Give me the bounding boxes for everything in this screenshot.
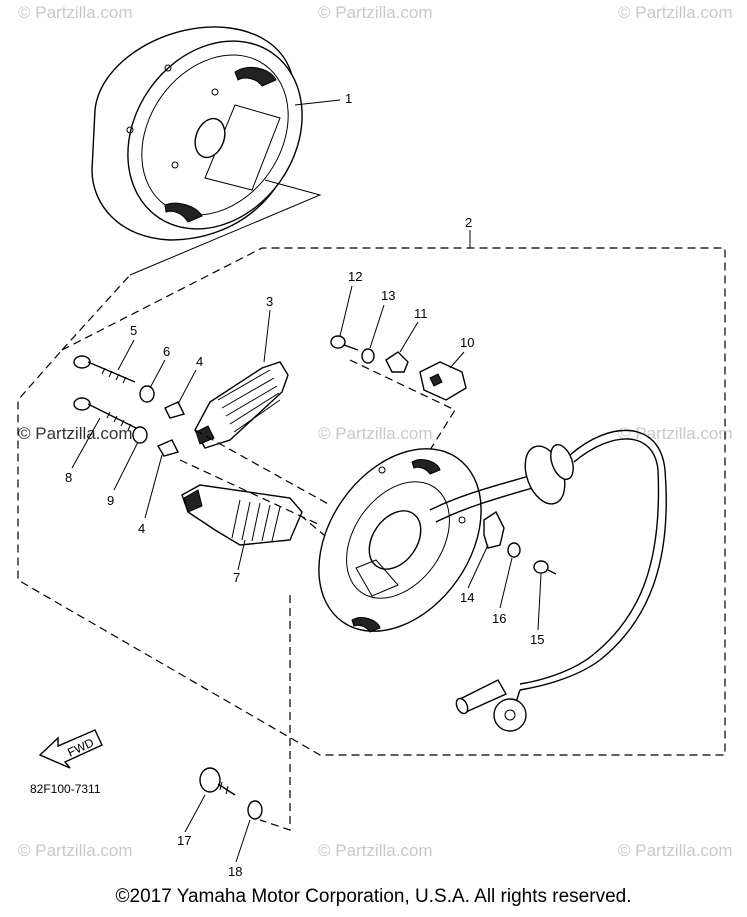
lighting-coil-terminal-10 [419,361,467,401]
callout-1: 1 [345,91,352,106]
bolt-5 [73,355,136,384]
stator-base-plate [318,448,482,633]
washer-16 [507,542,521,558]
callout-15: 15 [530,632,544,647]
callout-10: 10 [460,335,474,350]
callout-17: 17 [177,833,191,848]
bolt-8 [73,397,141,431]
watermark: © Partzilla.com [618,424,733,443]
callout-4: 4 [196,354,203,369]
callouts: 1 2 3 4 5 6 7 8 9 4 10 11 12 13 14 15 16… [65,91,544,879]
callout-3: 3 [266,294,273,309]
wire-harness [429,429,667,732]
callout-8: 8 [65,470,72,485]
diagram-code: 82F100-7311 [30,782,101,796]
washer-6 [139,385,155,403]
watermark: © Partzilla.com [318,3,433,22]
callout-18: 18 [228,864,242,879]
watermark: © Partzilla.com [618,841,733,860]
callout-7: 7 [233,570,240,585]
watermark: © Partzilla.com [18,3,133,22]
callout-13: 13 [381,288,395,303]
callout-14: 14 [460,590,474,605]
stator-assembly-boundary [17,247,726,756]
watermark: © Partzilla.com [318,424,433,443]
pulser-coil [194,361,289,449]
callout-5: 5 [130,323,137,338]
callout-4b: 4 [138,521,145,536]
watermark: © Partzilla.com [618,3,733,22]
screw-12 [330,335,359,351]
bolt-17 [199,767,236,796]
copyright-notice: ©2017 Yamaha Motor Corporation, U.S.A. A… [115,886,632,907]
forward-arrow-icon: FWD [38,729,103,769]
callout-6: 6 [163,344,170,359]
washer-9 [132,426,148,444]
charge-coil [181,484,303,546]
washer-18 [247,800,263,820]
watermark: © Partzilla.com [318,841,433,860]
watermark: © Partzilla.com [18,841,133,860]
clip-4 [164,401,186,419]
callout-9: 9 [107,493,114,508]
arrow-label: FWD [65,735,96,759]
callout-16: 16 [492,611,506,626]
clamp-14 [483,510,505,549]
flywheel-rotor [91,26,341,276]
screw-15 [533,560,557,575]
watermark: © Partzilla.com [18,424,133,443]
callout-2: 2 [465,215,472,230]
clip-4b [156,439,180,457]
callout-12: 12 [348,269,362,284]
callout-11: 11 [414,306,428,321]
clamp-11 [385,351,409,373]
washer-13 [361,348,375,364]
